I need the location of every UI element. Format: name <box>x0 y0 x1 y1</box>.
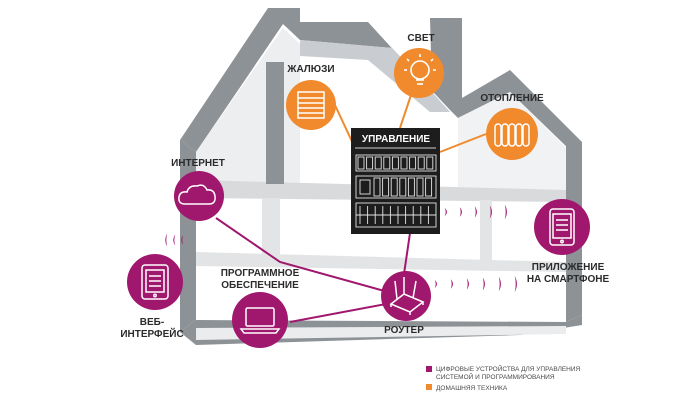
node-web: ВЕБ- ИНТЕРФЕЙС <box>120 254 184 340</box>
node-router: РОУТЕР <box>381 271 431 336</box>
wifi-arc <box>466 278 469 290</box>
wifi-arc <box>514 276 517 292</box>
panel-module <box>359 179 371 195</box>
link-laptop-router <box>289 303 387 323</box>
link-internet-router <box>215 217 389 293</box>
smartphone-label-line2: НА СМАРТФОНЕ <box>527 274 610 285</box>
panel-module <box>390 177 398 197</box>
panel-module <box>409 156 417 170</box>
node-light: СВЕТ <box>394 33 444 98</box>
node-internet: ИНТЕРНЕТ <box>171 158 225 221</box>
light-circle <box>394 48 444 98</box>
legend-swatch-appliances <box>426 384 432 390</box>
panel-module <box>399 177 407 197</box>
smartphone-label-line1: ПРИЛОЖЕНИЕ <box>532 262 605 273</box>
heating-circle <box>486 108 538 160</box>
panel-module <box>374 156 382 170</box>
software-label-line2: ОБЕСПЕЧЕНИЕ <box>221 280 299 291</box>
panel-module <box>407 177 415 197</box>
blinds-circle <box>286 80 336 130</box>
wifi-arc <box>173 234 176 246</box>
wifi-waves <box>165 204 517 292</box>
web-label-line1: ВЕБ- <box>140 317 164 328</box>
control-modules <box>355 154 437 228</box>
blinds-label: ЖАЛЮЗИ <box>286 64 334 75</box>
software-circle <box>232 292 288 348</box>
link-heating-control <box>439 133 487 153</box>
smartphone-icon <box>549 208 575 246</box>
panel-module <box>426 156 434 170</box>
wifi-arc <box>450 279 453 289</box>
control-panel-label: УПРАВЛЕНИЕ <box>362 134 430 145</box>
middle-floor <box>196 252 566 272</box>
wifi-arc <box>459 207 462 217</box>
wifi-arc <box>434 280 437 288</box>
panel-module <box>355 175 437 199</box>
router-label: РОУТЕР <box>384 325 424 336</box>
panel-module <box>382 177 390 197</box>
panel-module <box>357 156 365 170</box>
panel-module <box>391 156 399 170</box>
partition-left <box>262 198 280 258</box>
node-heating: ОТОПЛЕНИЕ <box>480 93 544 160</box>
house <box>180 8 582 345</box>
internet-circle <box>174 171 224 221</box>
wifi-arc <box>181 235 184 245</box>
chimney-column <box>266 62 284 184</box>
web-label-line2: ИНТЕРФЕЙС <box>120 327 183 340</box>
wifi-arc <box>489 205 492 219</box>
control-panel: УПРАВЛЕНИЕ <box>351 128 440 234</box>
panel-module <box>425 177 433 197</box>
panel-module <box>417 156 425 170</box>
legend-digital-line2: СИСТЕМОЙ И ПРОГРАММИРОВАНИЯ <box>436 372 555 381</box>
internet-label: ИНТЕРНЕТ <box>171 158 225 169</box>
node-blinds: ЖАЛЮЗИ <box>286 64 336 130</box>
lightbulb-icon <box>404 54 436 85</box>
router-circle <box>381 271 431 321</box>
wifi-arc <box>444 208 447 216</box>
house-roof <box>180 8 582 152</box>
smartphone-circle <box>534 199 590 255</box>
link-control-router <box>403 232 411 275</box>
panel-module <box>416 177 424 197</box>
node-smartphone: ПРИЛОЖЕНИЕ НА СМАРТФОНЕ <box>527 199 610 285</box>
legend: ЦИФРОВЫЕ УСТРОЙСТВА ДЛЯ УПРАВЛЕНИЯ СИСТЕ… <box>426 364 581 392</box>
legend-digital-line1: ЦИФРОВЫЕ УСТРОЙСТВА ДЛЯ УПРАВЛЕНИЯ <box>436 364 581 373</box>
panel-module <box>373 177 381 197</box>
node-software: ПРОГРАММНОЕ ОБЕСПЕЧЕНИЕ <box>221 268 300 348</box>
ground-floor <box>196 326 566 340</box>
partition-right <box>480 200 492 260</box>
light-label: СВЕТ <box>407 33 434 44</box>
wifi-arc <box>165 233 168 247</box>
heating-label: ОТОПЛЕНИЕ <box>480 93 544 104</box>
wifi-arc <box>474 206 477 218</box>
wifi-arc <box>482 277 485 291</box>
panel-module <box>366 156 374 170</box>
link-light-control <box>399 91 413 129</box>
software-label-line1: ПРОГРАММНОЕ <box>221 268 300 279</box>
router-icon <box>389 277 425 315</box>
wifi-arc <box>504 204 507 220</box>
panel-module <box>383 156 391 170</box>
legend-appliances-line1: ДОМАШНЯЯ ТЕХНИКА <box>436 385 508 392</box>
tablet-icon <box>141 264 169 300</box>
connections <box>215 91 487 323</box>
wifi-arc <box>498 276 501 292</box>
laptop-icon <box>239 307 281 334</box>
web-circle <box>127 254 183 310</box>
panel-module <box>400 156 408 170</box>
radiator-icon <box>494 123 530 147</box>
panel-module <box>355 154 437 172</box>
blinds-icon <box>297 91 325 119</box>
cloud-icon <box>178 184 216 205</box>
legend-swatch-digital <box>426 366 432 372</box>
